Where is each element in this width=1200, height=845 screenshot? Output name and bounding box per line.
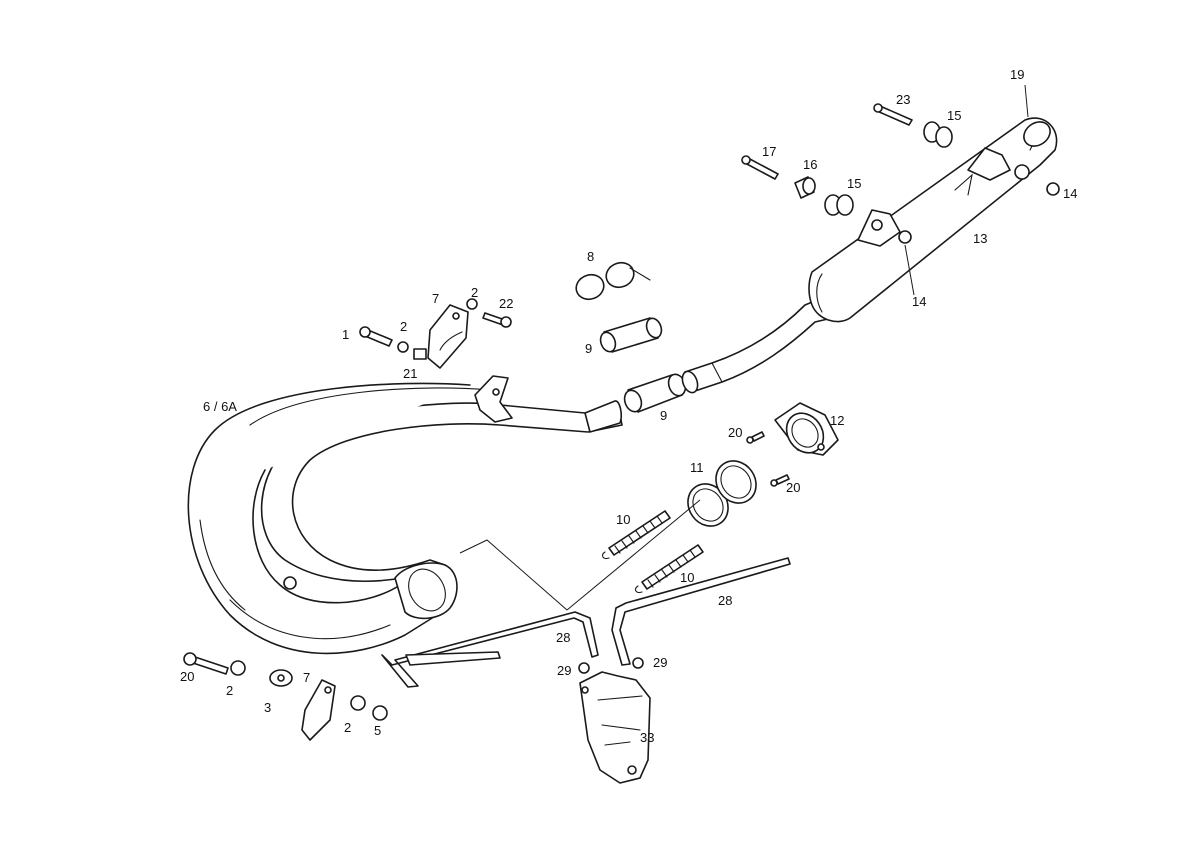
washer-2d <box>350 695 366 711</box>
callout-14a: 14 <box>1063 186 1077 201</box>
callout-1: 1 <box>342 327 349 342</box>
nut-5 <box>372 705 388 721</box>
grommet-3 <box>269 669 293 687</box>
connector-tube-9-upper <box>599 317 663 353</box>
callout-28b: 28 <box>718 593 732 608</box>
callout-10a: 10 <box>616 512 630 527</box>
rubber-mount-15b <box>923 121 953 148</box>
callout-9a: 9 <box>585 341 592 356</box>
callout-15b: 15 <box>947 108 961 123</box>
callout-33: 33 <box>640 730 654 745</box>
callout-20c: 20 <box>180 669 194 684</box>
callout-15a: 15 <box>847 176 861 191</box>
callout-labels: 1 2 7 2 22 21 6 / 6A 8 9 9 17 16 15 23 1… <box>180 67 1077 745</box>
callout-21: 21 <box>403 366 417 381</box>
bolt-23 <box>873 103 913 126</box>
callout-29a: 29 <box>557 663 571 678</box>
callout-14b: 14 <box>912 294 926 309</box>
callout-8: 8 <box>587 249 594 264</box>
callout-7a: 7 <box>432 291 439 306</box>
flange-12 <box>774 402 839 456</box>
clip-29b <box>632 657 644 669</box>
callout-2a: 2 <box>400 319 407 334</box>
screw-20b <box>770 474 790 487</box>
bracket-7b <box>301 679 336 741</box>
silencer-inlet-pipe <box>681 297 833 394</box>
clamp-8 <box>575 261 651 301</box>
callout-5: 5 <box>374 723 381 738</box>
gasket-11 <box>687 460 757 527</box>
callout-28a: 28 <box>556 630 570 645</box>
spring-10a <box>601 510 671 559</box>
callout-20a: 20 <box>728 425 742 440</box>
callout-20b: 20 <box>786 480 800 495</box>
bolt-1 <box>359 326 393 347</box>
hose-28a <box>381 611 599 688</box>
nut-14b <box>898 230 912 244</box>
callout-2c: 2 <box>226 683 233 698</box>
nut-14a <box>1046 182 1060 196</box>
callout-22: 22 <box>499 296 513 311</box>
bracket-7a <box>427 304 469 369</box>
screw-20a <box>746 431 765 444</box>
exhaust-pipe-6 <box>187 375 623 655</box>
washer-2c <box>230 660 246 676</box>
bolt-22 <box>482 312 512 328</box>
bolt-17 <box>741 155 779 180</box>
callout-19: 19 <box>1010 67 1024 82</box>
callout-2b: 2 <box>471 285 478 300</box>
callout-29b: 29 <box>653 655 667 670</box>
hose-28b <box>611 557 791 666</box>
callout-7b: 7 <box>303 670 310 685</box>
callout-3: 3 <box>264 700 271 715</box>
washer-2a <box>397 341 409 353</box>
leader-lines <box>459 84 1029 611</box>
callout-13: 13 <box>973 231 987 246</box>
callout-11: 11 <box>690 460 704 475</box>
spacer-16 <box>794 176 816 199</box>
silencer-13 <box>808 117 1058 323</box>
bolt-20c <box>183 652 229 675</box>
callout-16: 16 <box>803 157 817 172</box>
callout-10b: 10 <box>680 570 694 585</box>
callout-9b: 9 <box>660 408 667 423</box>
spring-10b <box>634 544 704 593</box>
callout-12: 12 <box>830 413 844 428</box>
connector-tube-9 <box>623 373 687 413</box>
rubber-mount-15a <box>824 194 854 216</box>
callout-17: 17 <box>762 144 776 159</box>
callout-2d: 2 <box>344 720 351 735</box>
callout-23: 23 <box>896 92 910 107</box>
reservoir-33 <box>579 671 651 784</box>
washer-2b <box>466 298 478 310</box>
clip-29a <box>578 662 590 674</box>
callout-6: 6 / 6A <box>203 399 237 414</box>
nut-21 <box>413 348 427 360</box>
